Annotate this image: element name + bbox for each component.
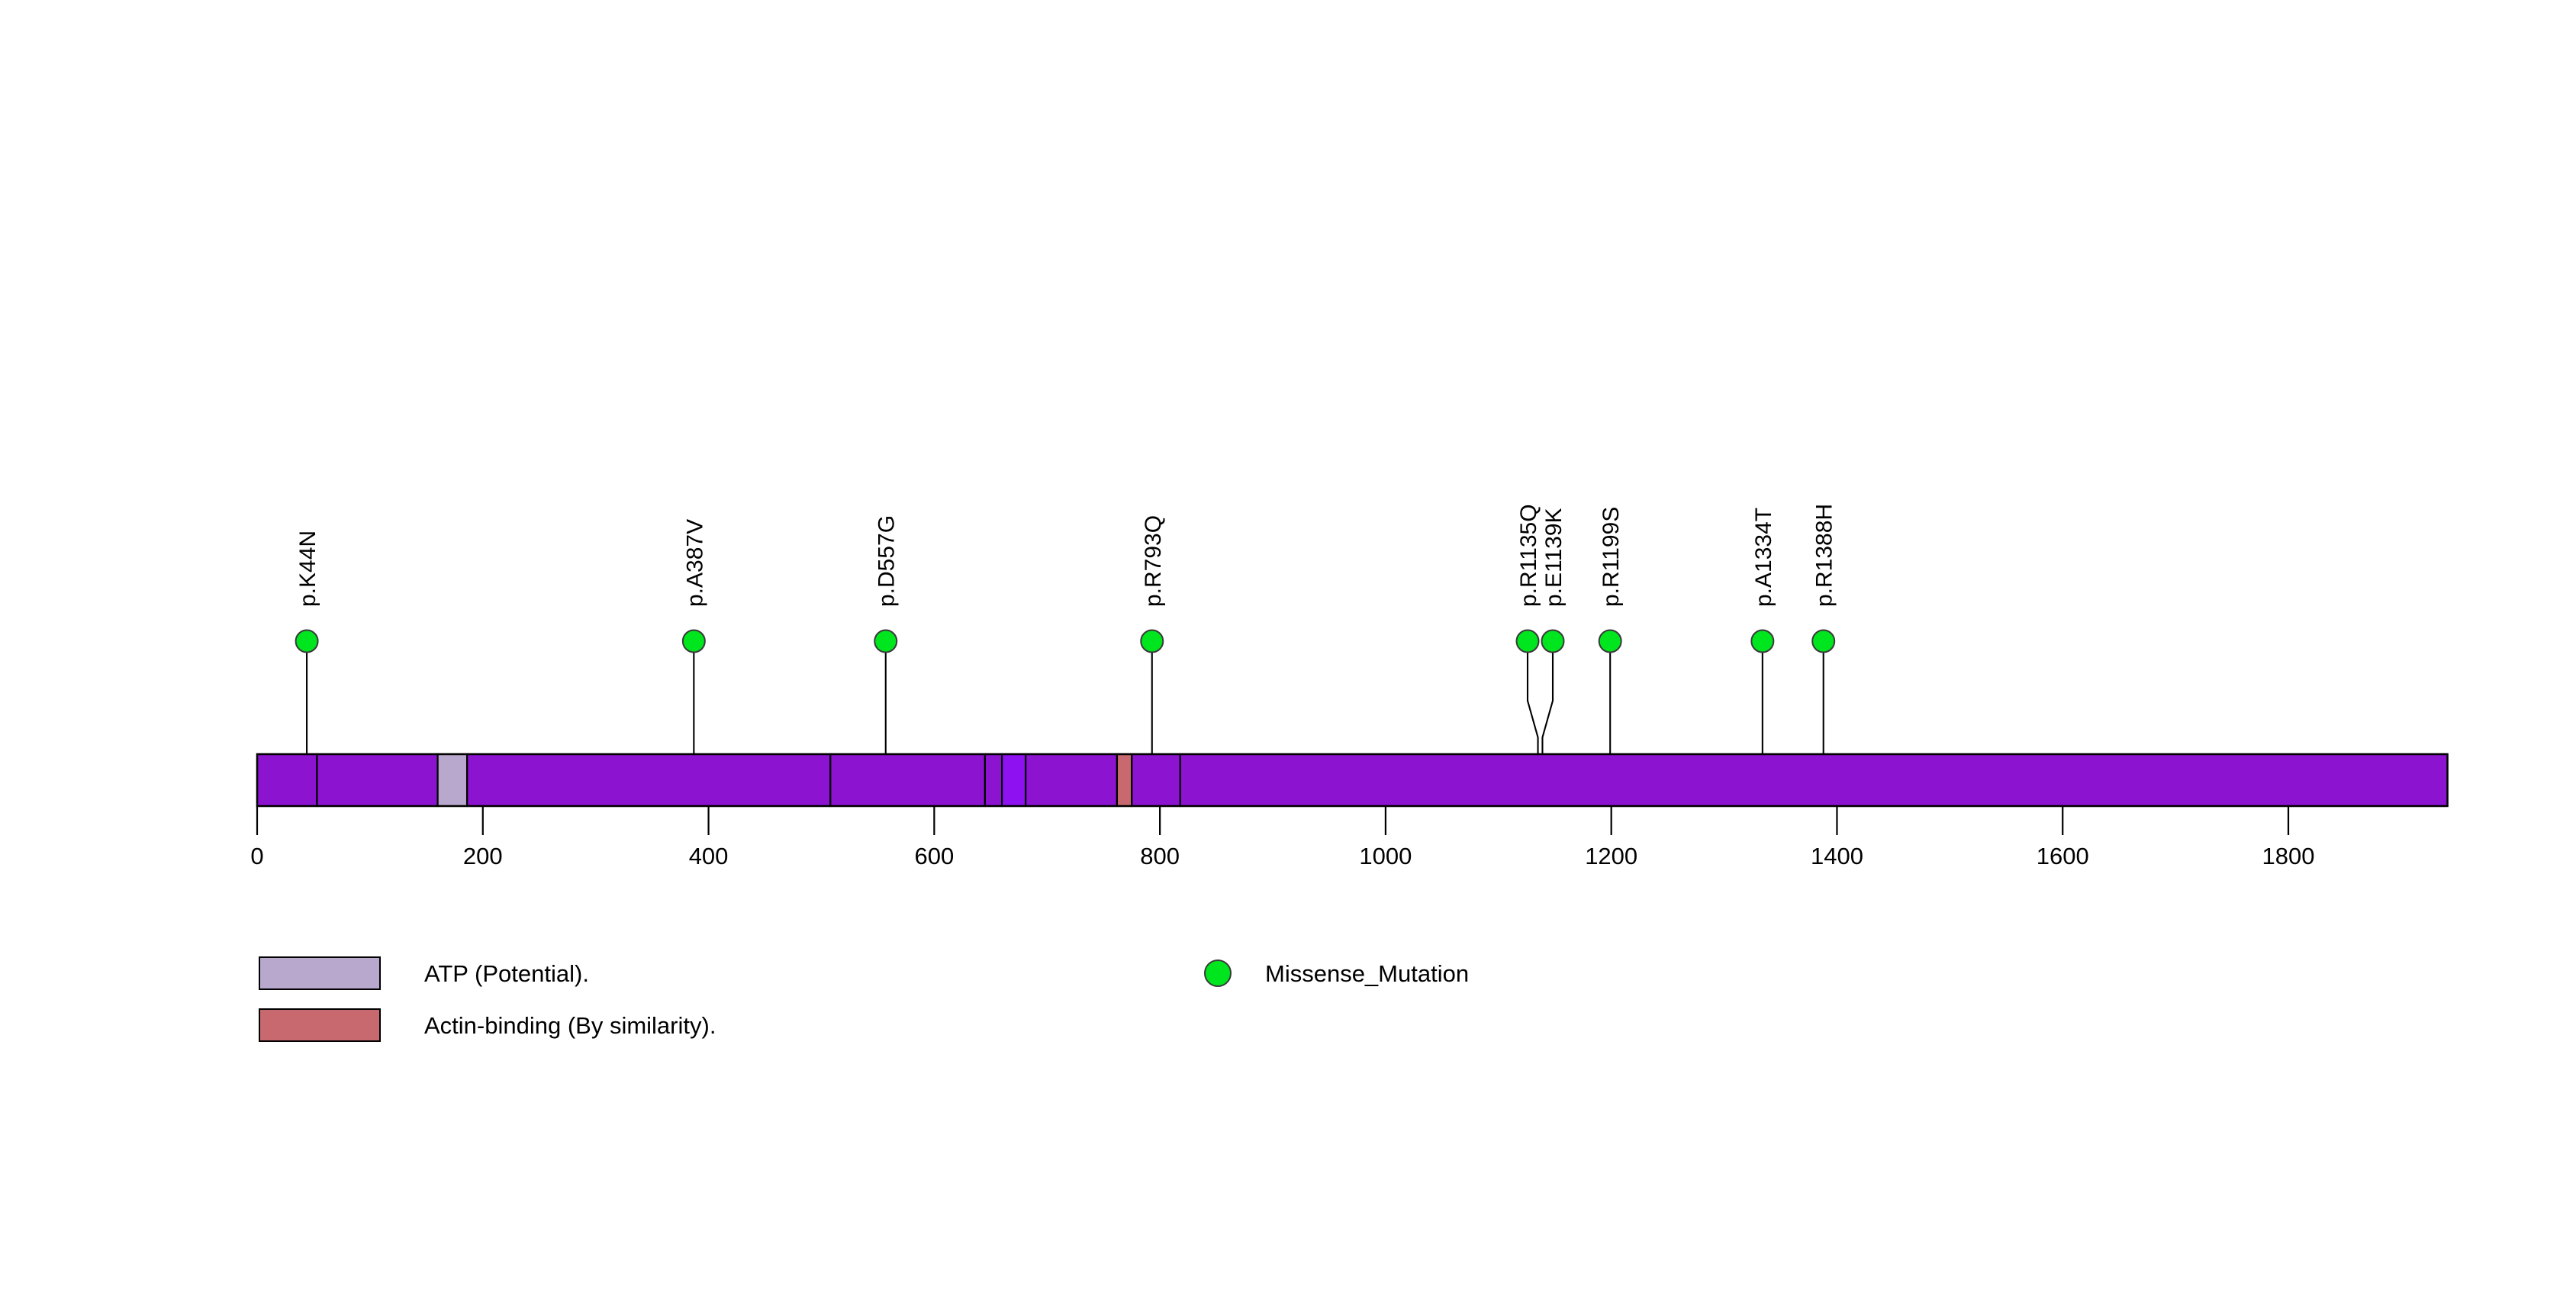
lollipop-head-pE1139K[interactable] — [1541, 629, 1565, 653]
backbone-segment — [465, 753, 832, 808]
backbone-segment — [1025, 753, 1119, 808]
backbone-segment — [1179, 753, 2449, 808]
x-axis-tick-label: 1600 — [2037, 843, 2089, 869]
legend-label: ATP (Potential). — [424, 960, 589, 987]
lollipop-head-pA1334T[interactable] — [1750, 629, 1775, 653]
lollipop-head-pA387V[interactable] — [681, 629, 706, 653]
lollipop-head-pD557G[interactable] — [874, 629, 898, 653]
backbone-frame-group — [256, 753, 2449, 808]
backbone-segment — [984, 753, 1003, 808]
lollipop-head-pR1388H[interactable] — [1811, 629, 1836, 653]
mutation-label: p.E1139K — [1541, 508, 1567, 607]
backbone-segment — [1131, 753, 1181, 808]
x-axis-tick-label: 1800 — [2262, 843, 2315, 869]
x-axis-group: 0 200 400 600 800 1000 1200 1400 1600 1800 — [250, 806, 2315, 869]
backbone-segment — [256, 753, 318, 808]
mutation-label: p.R1135Q — [1516, 504, 1541, 607]
lollipop-head-pK44N[interactable] — [295, 629, 319, 653]
protein-domain-actin-binding-by-similarity[interactable] — [1116, 753, 1133, 808]
x-axis-tick-label: 1200 — [1585, 843, 1637, 869]
lollipop-head-pR1135Q[interactable] — [1515, 629, 1540, 653]
mutation-label: p.R1388H — [1812, 504, 1837, 607]
legend-mutation-marker[interactable] — [1204, 959, 1232, 987]
lollipop-head-pR793Q[interactable] — [1140, 629, 1164, 653]
legend-mutation-label: Missense_Mutation — [1265, 960, 1469, 987]
legend-label: Actin-binding (By similarity). — [424, 1012, 716, 1039]
x-axis-tick-label: 400 — [689, 843, 729, 869]
lollipop-stem — [1541, 641, 1554, 757]
mutation-label: p.K44N — [295, 531, 320, 607]
mutation-label: p.D557G — [874, 515, 900, 607]
lollipop-head-pR1199S[interactable] — [1598, 629, 1622, 653]
lollipop-stems-group — [306, 641, 1824, 757]
x-axis-tick-label: 1400 — [1811, 843, 1863, 869]
backbone-segment — [829, 753, 986, 808]
x-axis-tick-label: 200 — [463, 843, 503, 869]
mutation-label: p.A387V — [682, 519, 707, 607]
backbone-segment — [1000, 753, 1027, 808]
backbone-segment — [316, 753, 439, 808]
mutation-label: p.R1199S — [1599, 507, 1624, 607]
mutation-label: p.R793Q — [1141, 515, 1166, 607]
x-axis-tick-label: 0 — [250, 843, 263, 869]
protein-domain-atp-potential[interactable] — [436, 753, 469, 808]
mutation-label: p.A1334T — [1751, 508, 1776, 607]
legend-group: ATP (Potential). Actin-binding (By simila… — [259, 956, 1469, 1042]
backbone-outline — [256, 753, 2449, 808]
x-axis-tick-label: 800 — [1140, 843, 1180, 869]
lollipop-stem — [1526, 641, 1539, 757]
legend-swatch[interactable] — [259, 956, 381, 990]
lollipop-heads-group — [295, 629, 1836, 653]
x-axis-tick-label: 600 — [914, 843, 954, 869]
legend-swatch[interactable] — [259, 1008, 381, 1042]
protein-backbone-group — [256, 753, 2449, 808]
x-axis-tick-label: 1000 — [1359, 843, 1412, 869]
